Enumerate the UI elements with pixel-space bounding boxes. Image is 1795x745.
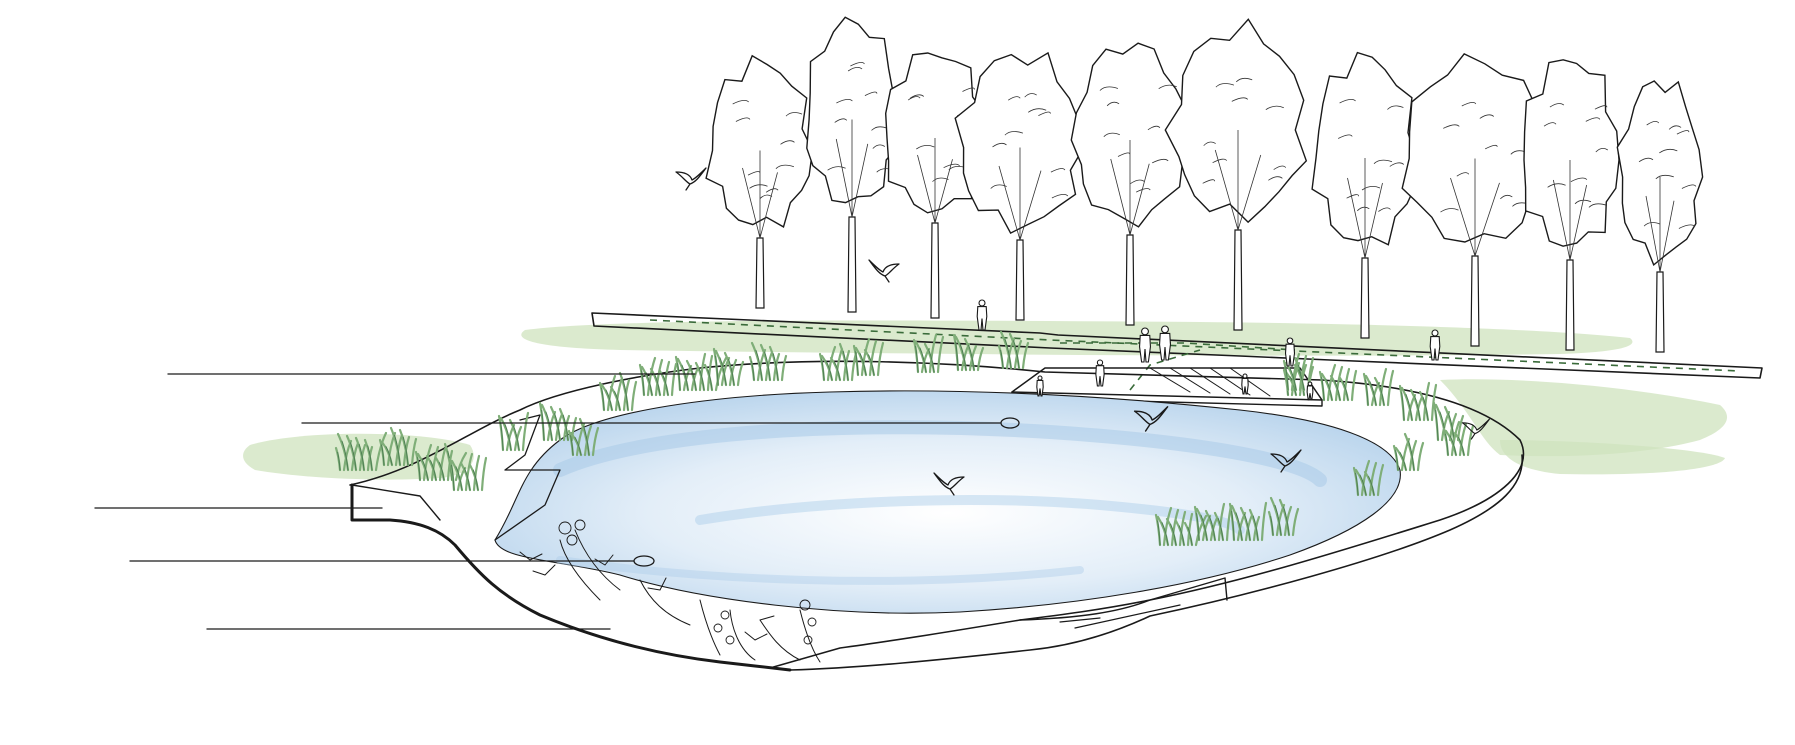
tree-trunk <box>1016 240 1024 320</box>
tree <box>955 53 1083 320</box>
person-body <box>1160 333 1171 360</box>
tree-row <box>706 17 1703 352</box>
tree-canopy <box>706 56 812 227</box>
reed-clump <box>1444 422 1473 455</box>
person-body <box>1307 386 1313 400</box>
person-head <box>1287 338 1293 344</box>
person-body <box>1286 344 1295 366</box>
reed-clump <box>1400 383 1436 420</box>
tree-trunk <box>1361 258 1369 338</box>
section-cut-top <box>352 485 440 520</box>
tree-canopy <box>1165 19 1306 222</box>
tree <box>1617 81 1702 352</box>
tree-trunk <box>1126 235 1134 325</box>
flower-head <box>714 624 722 632</box>
flower-head <box>808 618 816 626</box>
tree-canopy <box>807 17 899 202</box>
person-head <box>1097 360 1102 365</box>
tree-canopy <box>955 53 1083 233</box>
person-body <box>1140 335 1151 362</box>
reed-blades <box>1444 422 1473 455</box>
tree <box>1312 53 1416 338</box>
person-head <box>1162 326 1169 333</box>
reed-clump <box>1394 434 1423 470</box>
person-head <box>1243 374 1247 378</box>
person-figure <box>1096 360 1104 386</box>
person-body <box>1037 380 1043 396</box>
pond-basin <box>350 361 1523 670</box>
tree-trunk <box>756 238 764 308</box>
person-head <box>1038 376 1042 380</box>
tree-trunk <box>1566 260 1574 350</box>
person-head <box>1432 330 1438 336</box>
tree-trunk <box>1656 272 1664 352</box>
tree-trunk <box>1471 256 1479 346</box>
tree-canopy <box>1312 53 1416 245</box>
grass-wash-top <box>521 320 1632 355</box>
bird <box>869 260 899 282</box>
tree <box>706 56 812 308</box>
tree <box>1165 19 1306 330</box>
person-head <box>1142 328 1149 335</box>
grass-wash-left <box>243 434 474 480</box>
person-figure <box>1242 374 1248 394</box>
person-body <box>1430 337 1440 360</box>
person-body <box>1096 366 1104 386</box>
tree-trunk <box>848 217 856 312</box>
tree-trunk <box>1234 230 1242 330</box>
flower-head <box>726 636 734 644</box>
flower-head <box>721 611 729 619</box>
tree-trunk <box>931 223 939 318</box>
bird <box>676 168 706 190</box>
tree <box>1524 60 1619 350</box>
person-figure <box>1307 382 1313 400</box>
reed-blades <box>1400 383 1436 420</box>
person-head <box>979 300 985 306</box>
tree-canopy <box>1524 60 1619 246</box>
reed-blades <box>1394 434 1423 470</box>
grass-wash-right-lower <box>1500 440 1725 474</box>
stair-steps <box>1150 368 1270 396</box>
tree <box>1071 43 1187 325</box>
person-head <box>1308 382 1312 386</box>
